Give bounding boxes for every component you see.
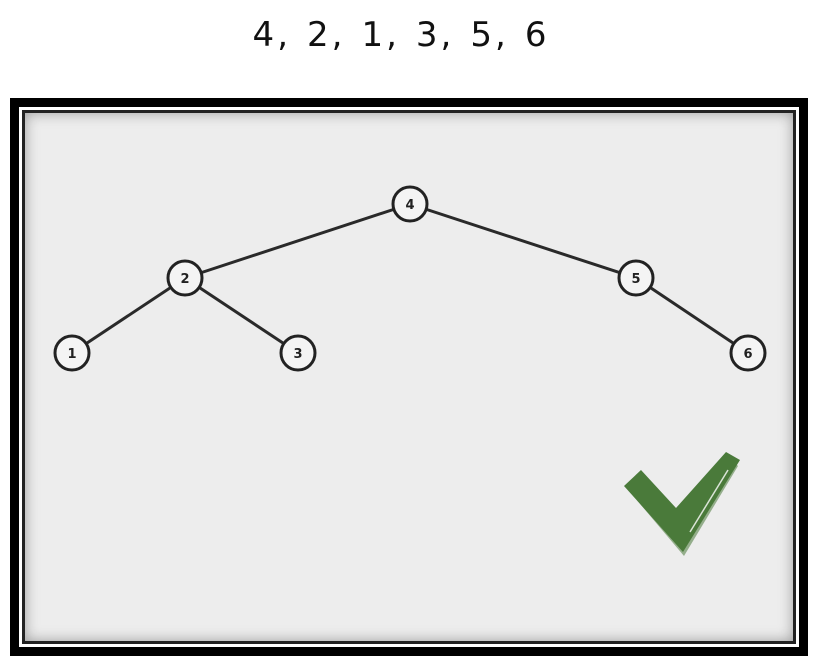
sequence-item: 1,: [361, 15, 415, 55]
tree-node-label: 2: [180, 272, 189, 287]
tree-node-circle: [53, 334, 91, 372]
tree-edge: [408, 202, 638, 280]
sequence-item: 3,: [416, 15, 470, 55]
tree-edge: [183, 202, 412, 280]
sequence-item: 6: [525, 15, 548, 55]
sequence-separator: ,: [386, 15, 398, 55]
sequence-separator: ,: [495, 15, 507, 55]
tree-node-circle: [279, 334, 317, 372]
tree-node-label: 4: [405, 198, 414, 213]
tree-edge: [183, 276, 300, 355]
tree-edges: [70, 202, 750, 355]
tree-edge: [634, 276, 750, 355]
sequence-separator: ,: [331, 15, 344, 55]
sequence-number: 3: [415, 15, 439, 55]
sequence-number: 4: [252, 15, 276, 55]
tree-edge: [70, 276, 187, 355]
tree-node-label: 1: [67, 347, 76, 362]
tree-node: 1: [53, 334, 91, 372]
tree-node: 5: [617, 259, 655, 297]
tree-node-circle: [166, 259, 204, 297]
checkmark-highlight: [689, 469, 729, 533]
sequence-text: 4,2,1,3,5,6: [0, 10, 800, 60]
tree-nodes: 4 2 5 1 3 6: [53, 185, 767, 372]
sequence-number: 1: [361, 15, 385, 55]
sequence-separator: ,: [277, 15, 289, 55]
tree-node: 6: [729, 334, 767, 372]
checkmark-stroke: [624, 452, 740, 552]
tree-node-label: 5: [631, 272, 640, 287]
tree-node-circle: [729, 334, 767, 372]
sequence-number: 6: [524, 15, 548, 55]
sequence-separator: ,: [440, 15, 453, 55]
tree-node-label: 3: [293, 347, 302, 362]
sequence-item: 5,: [470, 15, 524, 55]
tree-node: 2: [166, 259, 204, 297]
tree-node: 3: [279, 334, 317, 372]
tree-node-circle: [617, 259, 655, 297]
tree-node-label: 6: [743, 347, 752, 362]
tree-node: 4: [391, 185, 429, 223]
tree-node-circle: [391, 185, 429, 223]
sequence-item: 2,: [307, 15, 361, 55]
sequence-number: 5: [470, 15, 493, 55]
checkmark-icon: [624, 452, 740, 556]
sequence-item: 4,: [253, 15, 307, 55]
sequence-number: 2: [307, 15, 330, 55]
